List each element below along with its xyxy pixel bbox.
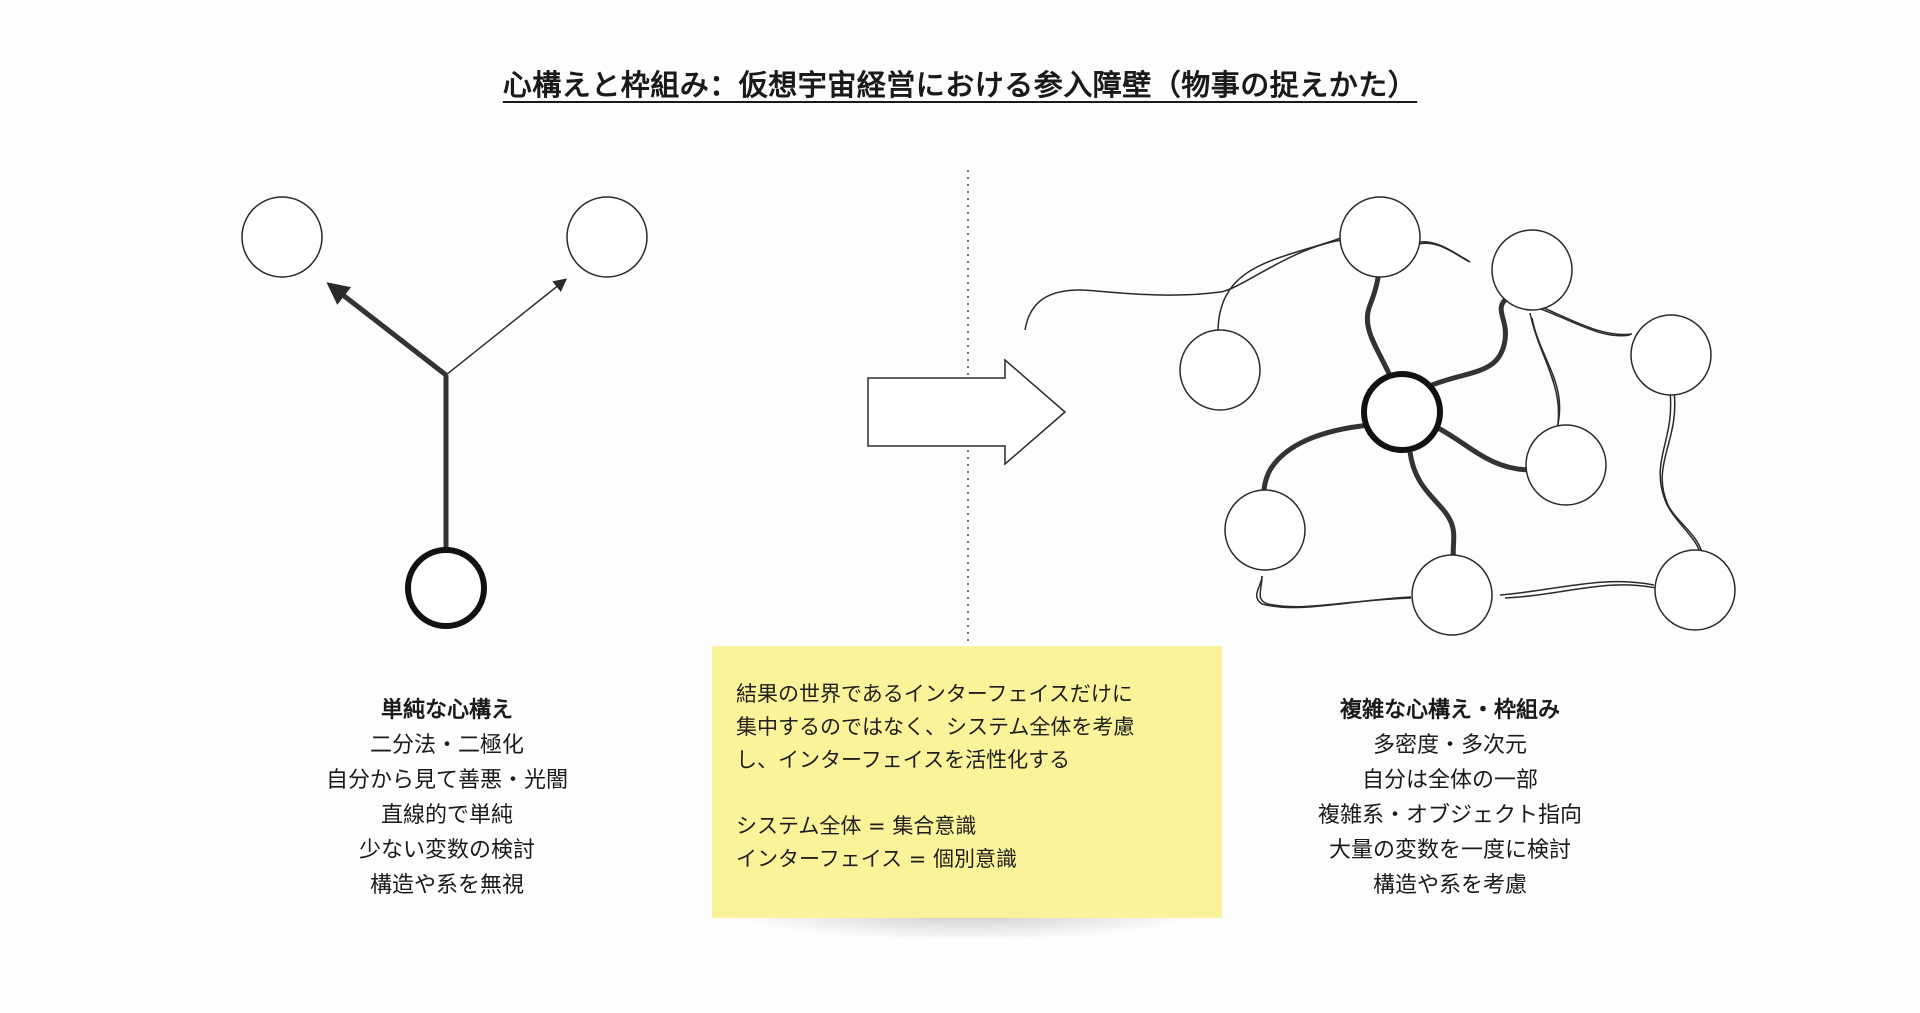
sticky-note-equation: システム全体 = 集合意識: [736, 814, 977, 838]
node-left: [1179, 329, 1261, 411]
thin-edge-1: [1025, 238, 1341, 325]
complex-mindset-line: 構造や系を考慮: [1372, 873, 1527, 898]
network-edge: [1060, 242, 1218, 330]
thin-branch-arrow: [445, 278, 568, 376]
network-nodes: [1179, 196, 1736, 636]
sticky-note-line: 集中するのではなく、システム全体を考慮: [736, 715, 1135, 739]
network-graph: [1020, 238, 1342, 330]
node-bottom: [1411, 554, 1493, 636]
thick-edge-center-top: [1364, 259, 1398, 388]
network-edge: [1150, 305, 1222, 333]
sticky-note-spacer: [736, 777, 1198, 810]
network-edge-thin: [1032, 240, 1342, 300]
node-right: [1630, 314, 1712, 396]
self-node: [405, 547, 487, 629]
edge-a-l1: [1177, 236, 1342, 290]
thick-edge-center-bottom: [1407, 451, 1458, 566]
simple-mindset-heading: 単純な心構え: [380, 698, 513, 723]
node-top: [1339, 196, 1421, 278]
simple-mindset-line: 構造や系を無視: [369, 873, 524, 898]
simple-mindset-line: 自分から見て善悪・光闇: [325, 768, 568, 793]
edge-right-bottomright: [1661, 391, 1703, 554]
complex-mindset-line: 多密度・多次元: [1372, 733, 1527, 758]
simple-mindset-diagram: [241, 196, 648, 629]
node-bottomright: [1654, 549, 1736, 631]
simple-mindset-line: 二分法・二極化: [369, 733, 524, 758]
network-edge: [1220, 242, 1343, 331]
network-edge: [1270, 591, 1405, 605]
network-edge: [1499, 580, 1655, 596]
node-midright: [1525, 424, 1607, 506]
complex-mindset-line: 複雑系・オブジェクト指向: [1317, 803, 1582, 828]
simple-mindset-line: 直線的で単純: [380, 803, 513, 828]
sticky-note: 結果の世界であるインターフェイスだけに 集中するのではなく、システム全体を考慮 …: [712, 646, 1222, 918]
node-bottomleft: [1224, 489, 1306, 571]
sticky-note-line: 結果の世界であるインターフェイスだけに: [736, 682, 1133, 706]
thick-edge-center-midright: [1436, 425, 1533, 473]
node-top2: [1491, 229, 1573, 311]
left-option-node: [241, 196, 323, 278]
network-edge: [1220, 243, 1342, 331]
thin-edge-top-left: [1180, 240, 1340, 302]
edge-bottomright-bottom: [1504, 584, 1657, 599]
network-edge: [1220, 243, 1342, 331]
network-edge: [1221, 280, 1240, 329]
simple-mindset-caption: 単純な心構え 二分法・二極化 自分から見て善悪・光闇 直線的で単純 少ない変数の…: [217, 693, 677, 903]
complex-mindset-line: 自分は全体の一部: [1361, 768, 1538, 793]
edge-top2-mid: [1531, 317, 1561, 433]
thick-branch-arrow: [326, 282, 448, 377]
edge-topcenter-left: [1024, 239, 1343, 331]
thick-edge-center-left: [1259, 422, 1371, 504]
network-edge: [1217, 237, 1342, 331]
edge-left-curve: [1030, 240, 1342, 330]
network-edge: [1255, 575, 1412, 609]
right-option-node: [566, 196, 648, 278]
node-center-self: [1361, 371, 1443, 453]
simple-mindset-line: 少ない変数の検討: [358, 838, 535, 863]
transition-arrow: [867, 358, 1067, 466]
complex-mindset-caption: 複雑な心構え・枠組み 多密度・多次元 自分は全体の一部 複雑系・オブジェクト指向…: [1220, 693, 1680, 903]
page-title: 心構えと枠組み：仮想宇宙経営における参入障壁（物事の捉えかた）: [502, 68, 1418, 102]
network-edge: [1659, 391, 1701, 556]
thick-edge-center-top2: [1431, 298, 1508, 388]
complex-mindset-heading: 複雑な心構え・枠組み: [1339, 698, 1560, 723]
network-edge: [1140, 300, 1219, 331]
network-edge: [1529, 312, 1560, 433]
sticky-note-line: し、インターフェイスを活性化する: [736, 748, 1071, 772]
thin-edge: [1020, 238, 1342, 330]
network-edge: [1219, 265, 1240, 332]
edge-top-to-left: [1180, 238, 1343, 295]
sticky-note-equation: インターフェイス = 個別意識: [736, 847, 1018, 871]
complex-mindset-line: 大量の変数を一度に検討: [1328, 838, 1571, 863]
edge-bottom-bottomleft: [1259, 575, 1412, 608]
